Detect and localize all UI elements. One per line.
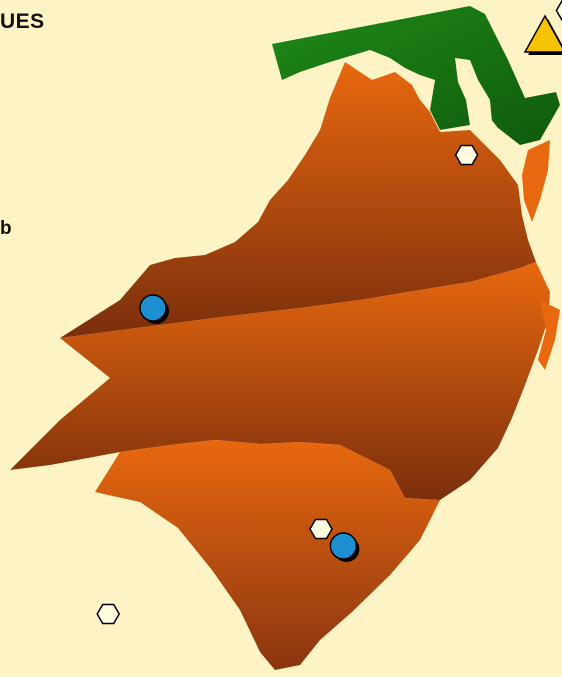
triangle-va-north-icon[interactable] bbox=[523, 14, 562, 55]
circle-markers bbox=[139, 294, 360, 562]
map-title: UES bbox=[0, 10, 45, 33]
legend-fragment-label: b bbox=[0, 218, 12, 239]
circle-nc-icon[interactable] bbox=[329, 532, 360, 562]
hexagon-markers bbox=[96, 0, 562, 625]
state-virginia bbox=[60, 62, 536, 338]
state-south-carolina bbox=[95, 440, 440, 670]
triangle-markers bbox=[523, 14, 562, 55]
circle-va-west-icon[interactable] bbox=[139, 294, 169, 324]
hexagon-sc-icon[interactable] bbox=[96, 603, 121, 625]
hexagon-va-north-icon[interactable] bbox=[555, 0, 562, 21]
nc-outer-banks bbox=[538, 300, 560, 370]
hexagon-va-west-icon[interactable] bbox=[454, 144, 479, 166]
state-virginia-eastern-shore bbox=[522, 140, 550, 222]
hexagon-nc-icon[interactable] bbox=[309, 518, 333, 540]
state-north-carolina bbox=[10, 262, 550, 500]
chesapeake-bay bbox=[455, 58, 492, 135]
